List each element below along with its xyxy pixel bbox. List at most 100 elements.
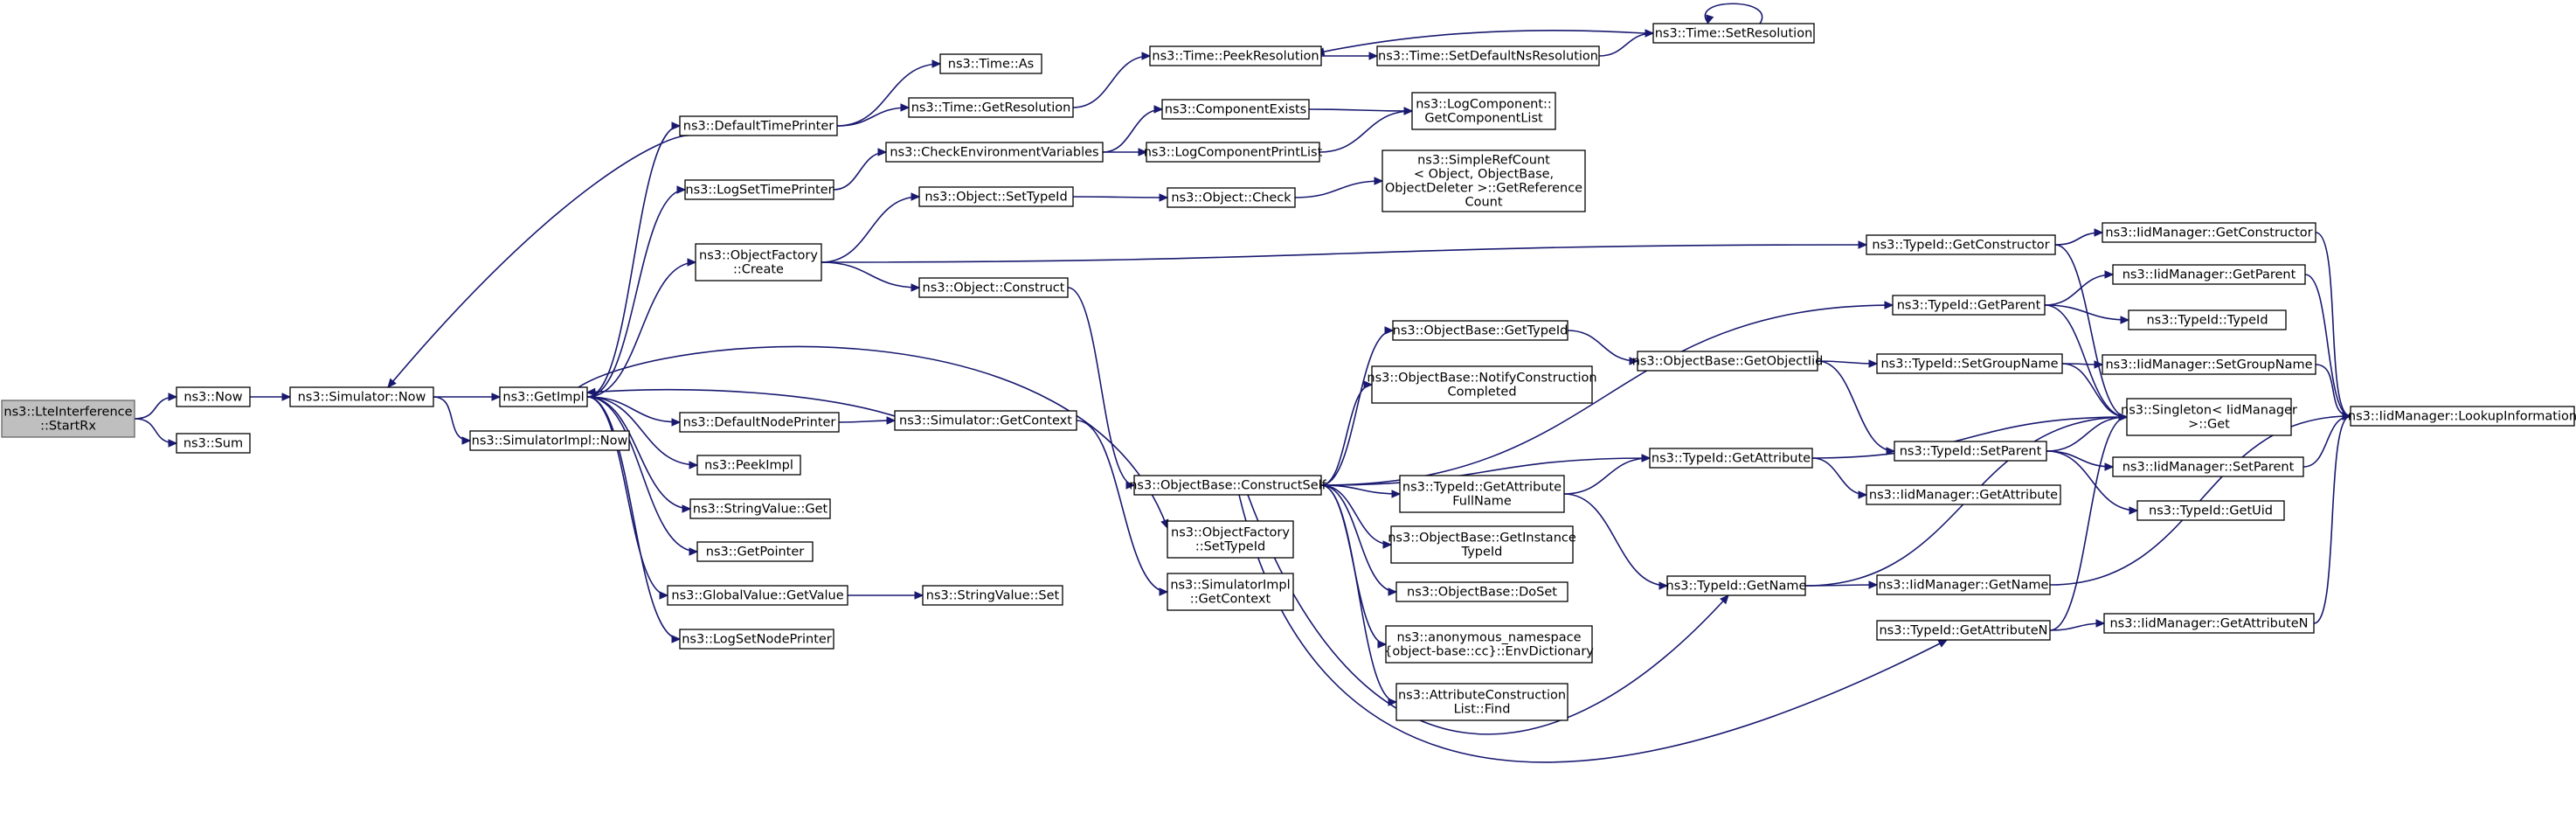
node-box	[1167, 187, 1296, 208]
node-iidmanager-setgroupname[interactable]: ns3::IidManager::SetGroupName	[2102, 354, 2316, 375]
node-time-setdefaultnsres[interactable]: ns3::Time::SetDefaultNsResolution	[1376, 45, 1600, 66]
node-iidmanager-getconstructor[interactable]: ns3::IidManager::GetConstructor	[2102, 222, 2316, 243]
node-typeid-getattributen[interactable]: ns3::TypeId::GetAttributeN	[1876, 620, 2051, 641]
edge-sim-getcontext-to-getimpl	[585, 387, 896, 417]
edge-typeid-getattrfullname-to-typeid-getattribute	[1563, 454, 1652, 495]
node-label: ns3::TypeId::GetConstructor	[1872, 239, 2049, 253]
node-label: ns3::anonymous_namespace	[1396, 631, 1581, 645]
node-getimpl[interactable]: ns3::GetImpl	[499, 386, 588, 407]
node-objectbase-notify[interactable]: ns3::ObjectBase::NotifyConstructionCompl…	[1367, 365, 1597, 404]
node-time-as[interactable]: ns3::Time::As	[939, 53, 1042, 74]
node-label: ns3::Object::SetTypeId	[924, 191, 1067, 205]
node-objectbase-getobjectiid[interactable]: ns3::ObjectBase::GetObjectIid	[1632, 351, 1824, 372]
node-objfactory-create[interactable]: ns3::ObjectFactory::Create	[695, 243, 822, 281]
node-typeid-getuid[interactable]: ns3::TypeId::GetUid	[2136, 500, 2285, 521]
node-simimpl-getcontext[interactable]: ns3::SimulatorImpl::GetContext	[1167, 573, 1294, 611]
node-object-settypeid[interactable]: ns3::Object::SetTypeId	[918, 186, 1074, 207]
edge-typeid-setparent-to-typeid-getuid	[2046, 450, 2139, 515]
node-checkenv[interactable]: ns3::CheckEnvironmentVariables	[885, 142, 1104, 163]
node-typeid-setgroupname[interactable]: ns3::TypeId::SetGroupName	[1876, 353, 2063, 374]
node-label: ns3::Time::GetResolution	[911, 101, 1071, 115]
node-objectbase-gettypeid[interactable]: ns3::ObjectBase::GetTypeId	[1392, 320, 1568, 341]
node-objectbase-constructself[interactable]: ns3::ObjectBase::ConstructSelf	[1129, 475, 1327, 496]
node-defaultnodeprinter[interactable]: ns3::DefaultNodePrinter	[679, 412, 840, 433]
node-label: ns3::ObjectBase::ConstructSelf	[1129, 479, 1326, 493]
node-typeid-getparent[interactable]: ns3::TypeId::GetParent	[1892, 295, 2046, 316]
node-label: ns3::Object::Check	[1171, 191, 1291, 205]
node-logsettimeprinter[interactable]: ns3::LogSetTimePrinter	[684, 179, 834, 200]
node-box	[679, 115, 838, 136]
node-logcomponent-getlist[interactable]: ns3::LogComponent::GetComponentList	[1411, 92, 1556, 130]
edge-typeid-getattrfullname-to-typeid-getname	[1563, 493, 1669, 590]
node-box	[1167, 520, 1294, 559]
node-iidmanager-getparent[interactable]: ns3::IidManager::GetParent	[2112, 264, 2306, 285]
node-box	[918, 277, 1069, 298]
node-time-getresolution[interactable]: ns3::Time::GetResolution	[908, 97, 1074, 118]
node-box	[1666, 575, 1806, 596]
node-simplerefcount[interactable]: ns3::SimpleRefCount< Object, ObjectBase,…	[1381, 149, 1586, 212]
node-time-setresolution[interactable]: ns3::Time::SetResolution	[1652, 23, 1815, 44]
node-box	[2350, 406, 2575, 427]
node-typeid-typeid[interactable]: ns3::TypeId::TypeId	[2128, 309, 2287, 330]
node-time-peekresolution[interactable]: ns3::Time::PeekResolution	[1149, 45, 1322, 66]
edge-objectbase-constructself-to-typeid-getparent	[1320, 301, 1894, 486]
node-label: ns3::ObjectBase::GetTypeId	[1393, 324, 1568, 338]
node-label: ns3::DefaultNodePrinter	[683, 416, 836, 430]
node-box	[1371, 365, 1593, 404]
node-object-construct[interactable]: ns3::Object::Construct	[918, 277, 1069, 298]
node-iidmanager-lookupinfo[interactable]: ns3::IidManager::LookupInformation	[2348, 406, 2576, 427]
node-objfactory-settypeid[interactable]: ns3::ObjectFactory::SetTypeId	[1167, 520, 1294, 559]
edge-startrx-to-sum	[134, 418, 178, 448]
node-now[interactable]: ns3::Now	[176, 386, 251, 407]
node-box	[1649, 448, 1813, 469]
node-typeid-getconstructor[interactable]: ns3::TypeId::GetConstructor	[1866, 234, 2056, 255]
node-label: ns3::TypeId::TypeId	[2146, 314, 2268, 328]
node-logsetnodeprinter[interactable]: ns3::LogSetNodePrinter	[679, 629, 834, 650]
node-label: ns3::Object::Construct	[923, 281, 1065, 295]
node-object-check[interactable]: ns3::Object::Check	[1167, 187, 1296, 208]
node-stringvalue-get[interactable]: ns3::StringValue::Get	[689, 498, 831, 519]
node-box	[1161, 99, 1310, 120]
node-box	[939, 53, 1042, 74]
edge-objectbase-constructself-to-typeid-getattrfullname	[1320, 484, 1402, 498]
node-box	[1381, 149, 1586, 212]
edge-object-construct-to-objectbase-constructself	[1067, 287, 1136, 490]
node-logcomponentprintlist[interactable]: ns3::LogComponentPrintList	[1144, 142, 1323, 163]
node-sum[interactable]: ns3::Sum	[176, 433, 251, 454]
edge-now-to-sim-now	[249, 393, 292, 401]
node-iidmanager-getname[interactable]: ns3::IidManager::GetName	[1876, 574, 2051, 595]
node-label: < Object, ObjectBase,	[1414, 168, 1554, 182]
node-box	[918, 186, 1074, 207]
node-defaulttimeprinter[interactable]: ns3::DefaultTimePrinter	[679, 115, 838, 136]
node-globalvalue-getvalue[interactable]: ns3::GlobalValue::GetValue	[667, 585, 848, 606]
node-peekimpl[interactable]: ns3::PeekImpl	[696, 455, 801, 476]
node-iidmanager-getattributen[interactable]: ns3::IidManager::GetAttributeN	[2103, 613, 2315, 634]
node-label: ns3::Singleton< IidManager	[2121, 404, 2297, 418]
node-simimpl-now[interactable]: ns3::SimulatorImpl::Now	[469, 430, 630, 451]
node-getpointer[interactable]: ns3::GetPointer	[696, 541, 814, 562]
node-label: FullName	[1452, 495, 1512, 509]
node-sim-now[interactable]: ns3::Simulator::Now	[289, 386, 434, 407]
node-objectbase-doset[interactable]: ns3::ObjectBase::DoSet	[1395, 581, 1568, 602]
edge-objfactory-create-to-object-construct	[821, 261, 921, 292]
node-label: ns3::Time::SetResolution	[1655, 27, 1813, 41]
node-stringvalue-set[interactable]: ns3::StringValue::Set	[922, 585, 1063, 606]
node-singleton-get[interactable]: ns3::Singleton< IidManager>::Get	[2121, 398, 2297, 436]
node-sim-getcontext[interactable]: ns3::Simulator::GetContext	[894, 410, 1077, 431]
call-graph-nodes: ns3::LteInterference::StartRxns3::Nowns3…	[1, 23, 2576, 721]
node-startrx[interactable]: ns3::LteInterference::StartRx	[1, 400, 135, 438]
node-componentexists[interactable]: ns3::ComponentExists	[1161, 99, 1310, 120]
node-typeid-setparent[interactable]: ns3::TypeId::SetParent	[1894, 441, 2047, 462]
node-envdictionary[interactable]: ns3::anonymous_namespace{object-base::cc…	[1384, 625, 1594, 664]
node-box	[469, 430, 630, 451]
node-label: ns3::GetPointer	[706, 546, 805, 559]
node-typeid-getattribute[interactable]: ns3::TypeId::GetAttribute	[1649, 448, 1813, 469]
node-iidmanager-getattribute[interactable]: ns3::IidManager::GetAttribute	[1866, 484, 2061, 505]
node-typeid-getname[interactable]: ns3::TypeId::GetName	[1666, 575, 1807, 596]
node-iidmanager-setparent[interactable]: ns3::IidManager::SetParent	[2112, 456, 2304, 477]
node-label: ns3::IidManager::GetAttribute	[1869, 489, 2058, 503]
node-label: >::Get	[2188, 418, 2230, 432]
